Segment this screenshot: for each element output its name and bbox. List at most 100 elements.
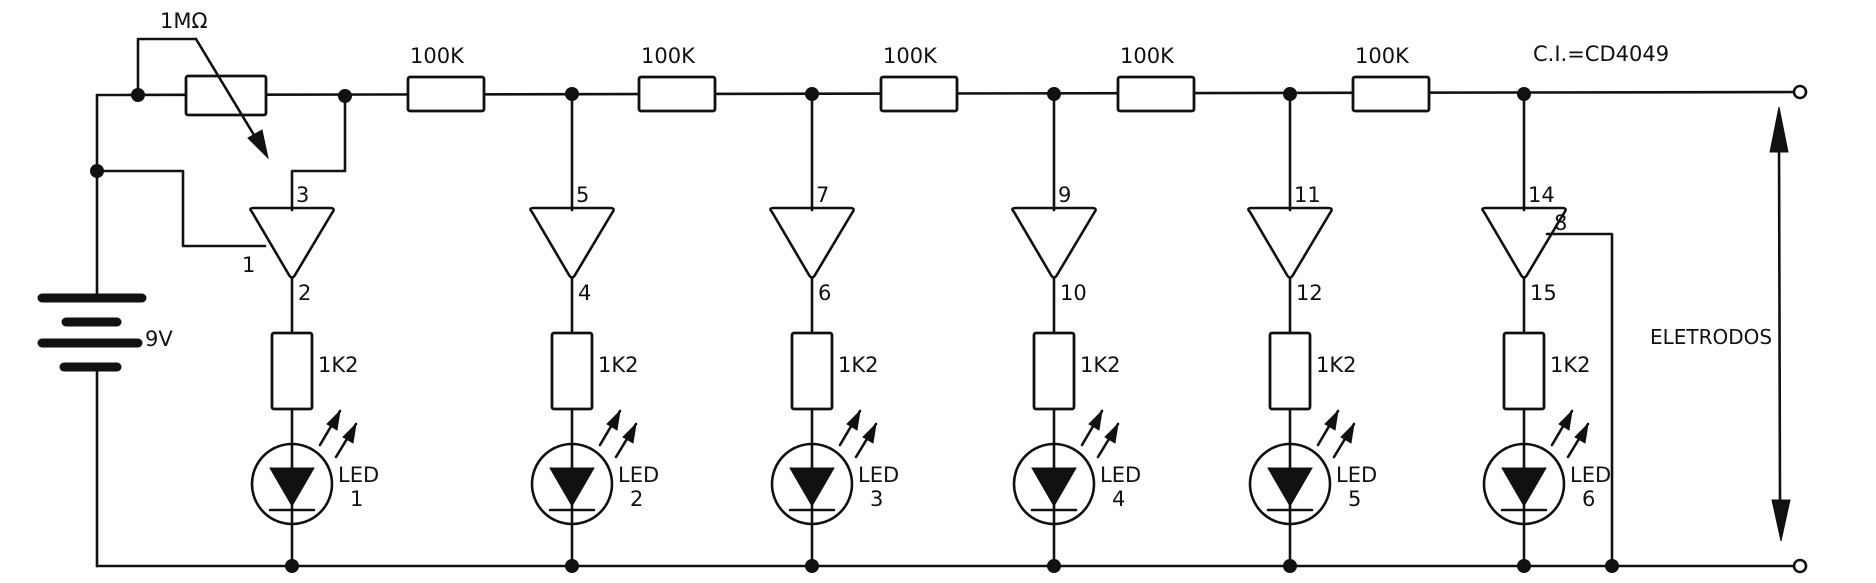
- electrode-terminal-top[interactable]: [1792, 84, 1808, 100]
- resistor-value-label: 1K2: [1080, 353, 1121, 377]
- inverter-gate: [769, 206, 855, 279]
- pin-out-label: 4: [578, 281, 591, 305]
- led-label: LED: [338, 463, 379, 487]
- electrodes-label: ELETRODOS: [1650, 325, 1772, 349]
- resistor-value-label: 100K: [641, 44, 696, 68]
- led-label: LED: [618, 463, 659, 487]
- resistor-value-label: 100K: [1355, 44, 1410, 68]
- pin-in-label: 3: [296, 183, 309, 207]
- potentiometer-1M: 1MΩ: [160, 9, 269, 160]
- electrodes-span-arrow: ELETRODOS: [1650, 106, 1791, 542]
- led-label: LED: [1336, 463, 1377, 487]
- light-emission-arrows-icon: [838, 409, 878, 459]
- pin-out-label: 10: [1060, 281, 1087, 305]
- resistor-100k: 100K: [1351, 44, 1431, 113]
- led-number: 1: [350, 487, 363, 511]
- junction-dot: [805, 559, 819, 573]
- junction-dot: [565, 559, 579, 573]
- battery-label: 9V: [145, 327, 173, 351]
- resistor-100k: 100K: [879, 44, 959, 113]
- pin-extra-label: 8: [1554, 211, 1567, 235]
- light-emission-arrows-icon: [1316, 409, 1356, 459]
- inverter-stages: 1K2LED13211K2LED2541K2LED3761K2LED49101K…: [242, 87, 1611, 573]
- resistor-value-label: 1K2: [1550, 353, 1591, 377]
- light-emission-arrows-icon: [1080, 409, 1120, 459]
- inverter-gate: [1247, 206, 1333, 279]
- resistor-1k2: 1K2: [1032, 331, 1121, 411]
- junction-dot: [1283, 559, 1297, 573]
- arrow-up-icon: [1769, 106, 1789, 153]
- led-label: LED: [1570, 463, 1611, 487]
- resistor-100k: 100K: [406, 44, 486, 113]
- pin-extra-label: 1: [242, 253, 255, 277]
- junction-dot: [1047, 559, 1061, 573]
- resistor-value-label: 100K: [1120, 44, 1175, 68]
- diode-icon: [269, 467, 315, 507]
- diode-icon: [549, 467, 595, 507]
- resistor-1k2: 1K2: [790, 331, 879, 411]
- pin-out-label: 6: [818, 281, 831, 305]
- junction-dot: [1517, 559, 1531, 573]
- light-emission-arrows-icon: [1550, 409, 1590, 459]
- electrode-terminal-bottom[interactable]: [1792, 558, 1808, 574]
- light-emission-arrows-icon: [318, 409, 358, 459]
- battery-9v: 9V: [37, 293, 173, 372]
- resistor-value-label: 100K: [410, 44, 465, 68]
- led-number: 4: [1112, 487, 1125, 511]
- potentiometer-label: 1MΩ: [160, 9, 208, 33]
- led-number: 2: [630, 487, 643, 511]
- pin-in-label: 14: [1528, 183, 1555, 207]
- inverter-gate: [529, 206, 615, 279]
- resistor-value-label: 1K2: [598, 353, 639, 377]
- led-number: 3: [870, 487, 883, 511]
- led-label: LED: [1100, 463, 1141, 487]
- resistor-value-label: 1K2: [838, 353, 879, 377]
- pin-in-label: 11: [1294, 183, 1321, 207]
- light-emission-arrows-icon: [598, 409, 638, 459]
- pin-out-label: 12: [1296, 281, 1323, 305]
- resistor-100k: 100K: [637, 44, 717, 113]
- resistor-1k2: 1K2: [270, 331, 359, 411]
- led-label: LED: [858, 463, 899, 487]
- resistor-100k: 100K: [1116, 44, 1196, 113]
- resistor-value-label: 1K2: [1316, 353, 1357, 377]
- arrow-down-icon: [1771, 499, 1791, 542]
- ic-label: C.I.=CD4049: [1533, 42, 1669, 66]
- junction-dot: [90, 164, 104, 178]
- led-number: 6: [1582, 487, 1595, 511]
- junction-dot: [1605, 559, 1619, 573]
- pin-in-label: 5: [576, 183, 589, 207]
- resistor-1k2: 1K2: [550, 331, 639, 411]
- junction-dot: [338, 89, 352, 103]
- diode-icon: [1501, 467, 1547, 507]
- pin-in-label: 9: [1058, 183, 1071, 207]
- resistor-value-label: 1K2: [318, 353, 359, 377]
- ladder-resistors: 100K 100K 100K 100K 100K: [406, 44, 1431, 113]
- resistor-1k2: 1K2: [1268, 331, 1357, 411]
- inverter-gate: [1011, 206, 1097, 279]
- diode-icon: [1267, 467, 1313, 507]
- diode-icon: [1031, 467, 1077, 507]
- inverter-gate: [249, 206, 335, 279]
- resistor-value-label: 100K: [883, 44, 938, 68]
- pin-out-label: 15: [1530, 281, 1557, 305]
- junction-dot: [131, 88, 145, 102]
- diode-icon: [789, 467, 835, 507]
- junction-dot: [285, 559, 299, 573]
- resistor-1k2: 1K2: [1502, 331, 1591, 411]
- pin-in-label: 7: [816, 183, 829, 207]
- led-number: 5: [1348, 487, 1361, 511]
- pin-out-label: 2: [298, 281, 311, 305]
